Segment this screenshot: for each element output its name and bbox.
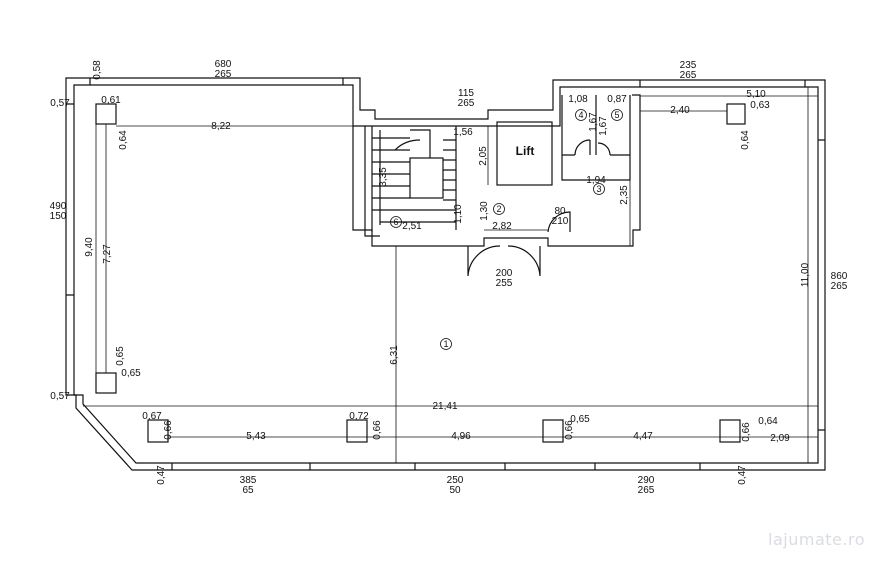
dim-194: 1,94	[586, 175, 606, 186]
dim-left-window-width: 490	[50, 201, 67, 212]
dim-057-top: 0,57	[50, 98, 70, 109]
stair-steps	[371, 126, 457, 232]
dim-top-mid-height: 265	[458, 98, 475, 109]
dim-072: 0,72	[349, 411, 369, 422]
dim-240: 2,40	[670, 105, 690, 116]
dim-156: 1,56	[453, 127, 473, 138]
dim-058: 0,58	[92, 60, 103, 80]
dim-top-right-width: 235	[680, 60, 697, 71]
dim-left-window-height: 150	[50, 211, 67, 222]
dim-057-bottom: 0,57	[50, 391, 70, 402]
dim-bottom-mid-width: 250	[447, 475, 464, 486]
room-1-marker	[440, 338, 452, 350]
wc-door-swing	[574, 139, 611, 156]
dim-940: 9,40	[84, 237, 95, 257]
dim-door-small-height: 210	[552, 216, 569, 227]
dim-bottom-left-width: 385	[240, 475, 257, 486]
dim-2141: 21,41	[432, 401, 457, 412]
dim-right-window-width: 860	[831, 271, 848, 282]
dim-064-b: 0,64	[758, 416, 778, 427]
dim-door-main-width: 200	[496, 268, 513, 279]
dim-130: 1,30	[479, 201, 490, 221]
dim-top-mid-width: 115	[458, 88, 474, 99]
dim-right-window-height: 265	[831, 281, 848, 292]
dim-top-left-height: 265	[215, 69, 232, 80]
dim-251: 2,51	[402, 221, 422, 232]
room-2-label: 2	[496, 204, 501, 214]
column	[719, 419, 741, 443]
dim-282: 2,82	[492, 221, 512, 232]
window-top	[66, 78, 825, 470]
room-4-label: 4	[578, 110, 583, 120]
dim-063: 0,63	[750, 100, 770, 111]
dim-167a: 1,67	[588, 112, 599, 132]
dim-bottom-right-width: 290	[638, 475, 655, 486]
room-5-marker	[611, 109, 623, 121]
dim-205: 2,05	[478, 146, 489, 166]
dim-496: 4,96	[451, 431, 471, 442]
room-3-label: 3	[596, 184, 601, 194]
dim-065-h: 0,65	[121, 368, 141, 379]
dim-066-2: 0,66	[372, 420, 383, 440]
column	[726, 103, 746, 125]
dim-066-4: 0,66	[741, 422, 752, 442]
column	[542, 419, 564, 443]
dim-235: 2,35	[619, 185, 630, 205]
dim-door-small-width: 80	[554, 206, 566, 217]
room-1-label: 1	[443, 339, 448, 349]
dim-065-v: 0,65	[115, 346, 126, 366]
lift-label: Lift	[516, 144, 535, 158]
dim-067: 0,67	[142, 411, 162, 422]
column	[95, 372, 117, 394]
room-6-marker	[390, 216, 402, 228]
column	[346, 419, 368, 443]
dim-727: 7,27	[102, 244, 113, 264]
dim-061: 0,61	[101, 95, 121, 106]
dim-066-1: 0,66	[163, 420, 174, 440]
dim-087: 0,87	[607, 94, 627, 105]
column	[95, 103, 117, 125]
column	[147, 419, 169, 443]
dim-064-left: 0,64	[118, 130, 129, 150]
dim-335: 3,35	[378, 167, 389, 187]
dim-108: 1,08	[568, 94, 588, 105]
dim-top-right-height: 265	[680, 70, 697, 81]
dim-066-3: 0,66	[564, 420, 575, 440]
room-6-label: 6	[393, 217, 398, 227]
dim-110: 1,10	[453, 204, 464, 224]
dim-bottom-mid-height: 50	[449, 485, 461, 496]
inner-wall	[73, 84, 819, 464]
room-5-label: 5	[614, 110, 619, 120]
dim-047-right: 0,47	[737, 465, 748, 485]
dim-door-main-height: 255	[496, 278, 513, 289]
dim-167b: 1,67	[598, 116, 609, 136]
dim-1100: 11,00	[800, 262, 811, 287]
dim-822: 8,22	[211, 121, 231, 132]
small-door-swing	[547, 211, 571, 233]
dim-bottom-right-height: 265	[638, 485, 655, 496]
dim-top-left-width: 680	[215, 59, 232, 70]
outer-wall	[65, 77, 826, 471]
stair-well	[409, 157, 444, 199]
dim-047-left: 0,47	[156, 465, 167, 485]
dim-543: 5,43	[246, 431, 266, 442]
wc-walls	[561, 95, 631, 181]
room-2-marker	[493, 203, 505, 215]
dim-065-b: 0,65	[570, 414, 590, 425]
lift-shaft	[496, 121, 553, 186]
dim-bottom-left-height: 65	[242, 485, 254, 496]
dim-510: 5,10	[746, 89, 766, 100]
room-4-marker	[575, 109, 587, 121]
dim-209: 2,09	[770, 433, 790, 444]
dim-631: 6,31	[389, 345, 400, 365]
core-inner-wall	[364, 126, 380, 237]
watermark: lajumate.ro	[768, 530, 865, 549]
dim-064-right: 0,64	[740, 130, 751, 150]
main-door-swing	[467, 245, 541, 277]
dim-447: 4,47	[633, 431, 653, 442]
room-3-marker	[593, 183, 605, 195]
